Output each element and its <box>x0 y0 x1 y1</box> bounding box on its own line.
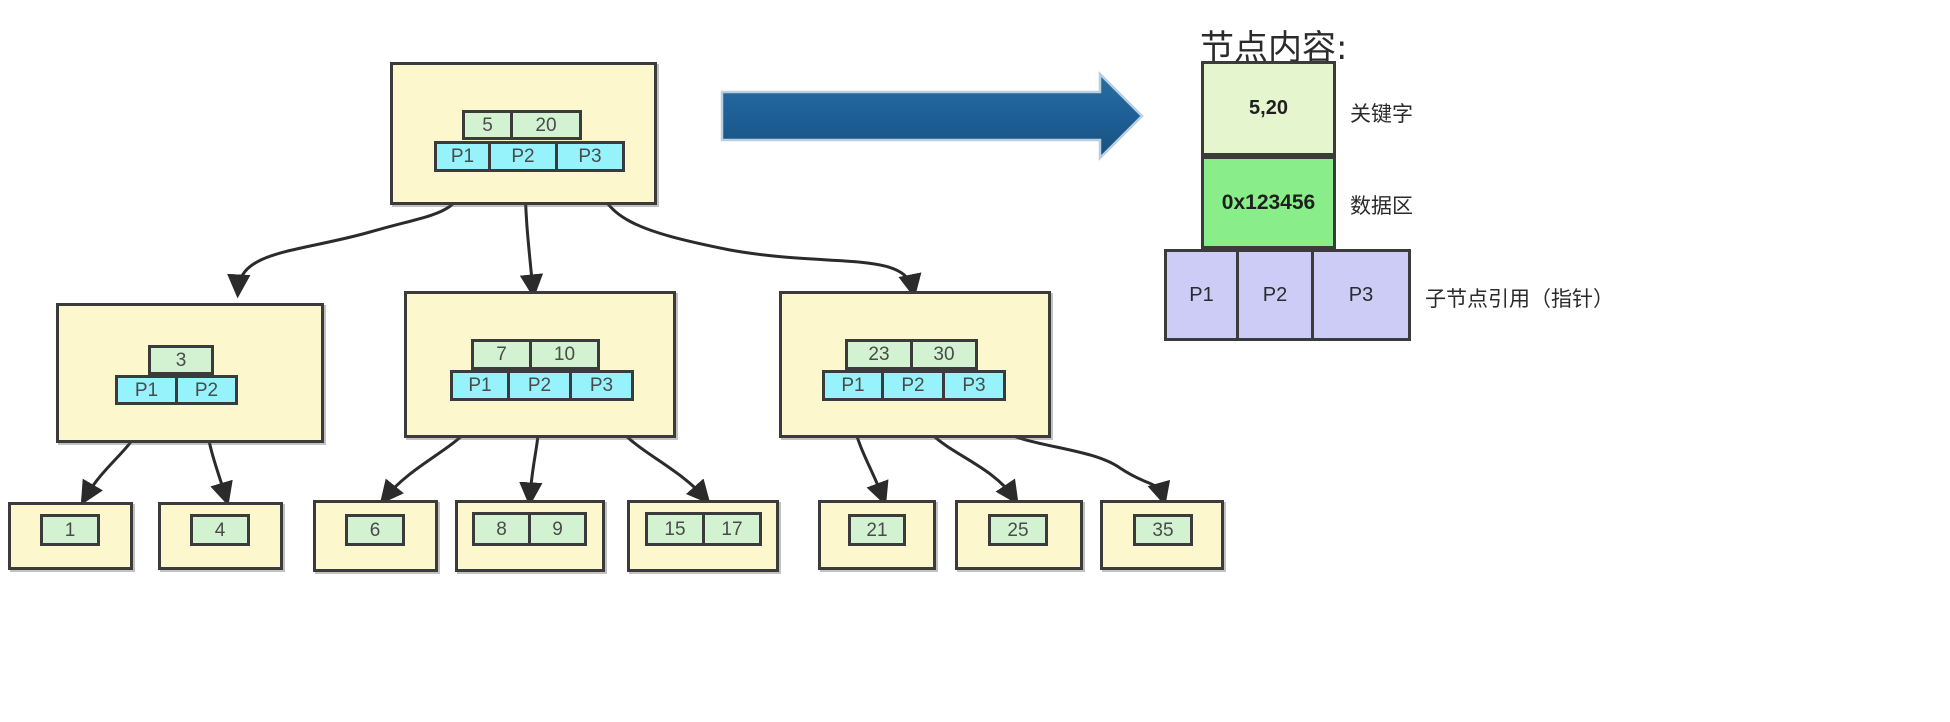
leaf-value-row: 8 9 <box>472 512 587 546</box>
internal-left-pointer-p1[interactable]: P1 <box>115 375 178 405</box>
leaf-value-cell[interactable]: 8 <box>472 512 531 546</box>
leaf-value-cell[interactable]: 1 <box>40 514 100 546</box>
leaf-value-cell[interactable]: 17 <box>702 512 762 546</box>
leaf-value-cell[interactable]: 15 <box>645 512 705 546</box>
internal-middle-key-cell[interactable]: 7 <box>471 339 532 370</box>
legend-pointer-p2[interactable]: P2 <box>1236 249 1314 341</box>
internal-left-key-row: 3 <box>148 345 214 375</box>
internal-right-key-cell[interactable]: 23 <box>845 339 913 370</box>
legend-data-label: 数据区 <box>1350 194 1413 218</box>
internal-right-pointer-p1[interactable]: P1 <box>822 370 884 401</box>
root-key-row: 5 20 <box>462 110 582 140</box>
internal-right-pointer-p2[interactable]: P2 <box>881 370 945 401</box>
leaf-value-row: 6 <box>345 514 405 546</box>
root-pointer-p2[interactable]: P2 <box>488 141 558 172</box>
blue-pointer-arrow <box>720 70 1144 162</box>
leaf-value-cell[interactable]: 6 <box>345 514 405 546</box>
root-pointer-p3[interactable]: P3 <box>555 141 625 172</box>
internal-middle-pointer-p2[interactable]: P2 <box>507 370 572 401</box>
internal-right-key-cell[interactable]: 30 <box>910 339 978 370</box>
internal-middle-pointer-p1[interactable]: P1 <box>450 370 510 401</box>
leaf-value-cell[interactable]: 4 <box>190 514 250 546</box>
internal-middle-pointer-p3[interactable]: P3 <box>569 370 634 401</box>
internal-middle-key-cell[interactable]: 10 <box>529 339 600 370</box>
internal-middle-key-row: 7 10 <box>471 339 600 370</box>
leaf-value-row: 4 <box>190 514 250 546</box>
leaf-value-row: 1 <box>40 514 100 546</box>
internal-right-pointer-row: P1 P2 P3 <box>822 370 1006 401</box>
root-pointer-row: P1 P2 P3 <box>434 141 625 172</box>
leaf-value-row: 21 <box>848 514 906 546</box>
internal-left-key-cell[interactable]: 3 <box>148 345 214 375</box>
leaf-value-row: 25 <box>988 514 1048 546</box>
legend-pointer-p1[interactable]: P1 <box>1164 249 1239 341</box>
leaf-value-row: 35 <box>1133 514 1193 546</box>
internal-left-pointer-row: P1 P2 <box>115 375 238 405</box>
leaf-value-cell[interactable]: 21 <box>848 514 906 546</box>
legend-pointer-p3[interactable]: P3 <box>1311 249 1411 341</box>
root-key-cell[interactable]: 20 <box>510 110 582 140</box>
legend-key-label: 关键字 <box>1350 102 1413 126</box>
btree-leaf-node[interactable] <box>955 500 1083 570</box>
legend-pointer-label: 子节点引用（指针） <box>1425 287 1614 311</box>
internal-left-pointer-p2[interactable]: P2 <box>175 375 238 405</box>
root-pointer-p1[interactable]: P1 <box>434 141 491 172</box>
leaf-value-cell[interactable]: 25 <box>988 514 1048 546</box>
leaf-value-cell[interactable]: 35 <box>1133 514 1193 546</box>
internal-right-pointer-p3[interactable]: P3 <box>942 370 1006 401</box>
legend-key-box[interactable]: 5,20 <box>1201 61 1336 156</box>
leaf-value-cell[interactable]: 9 <box>528 512 587 546</box>
legend-pointer-row: P1 P2 P3 <box>1164 249 1411 341</box>
leaf-value-row: 15 17 <box>645 512 762 546</box>
internal-right-key-row: 23 30 <box>845 339 978 370</box>
legend-data-box[interactable]: 0x123456 <box>1201 156 1336 249</box>
root-key-cell[interactable]: 5 <box>462 110 513 140</box>
internal-middle-pointer-row: P1 P2 P3 <box>450 370 634 401</box>
